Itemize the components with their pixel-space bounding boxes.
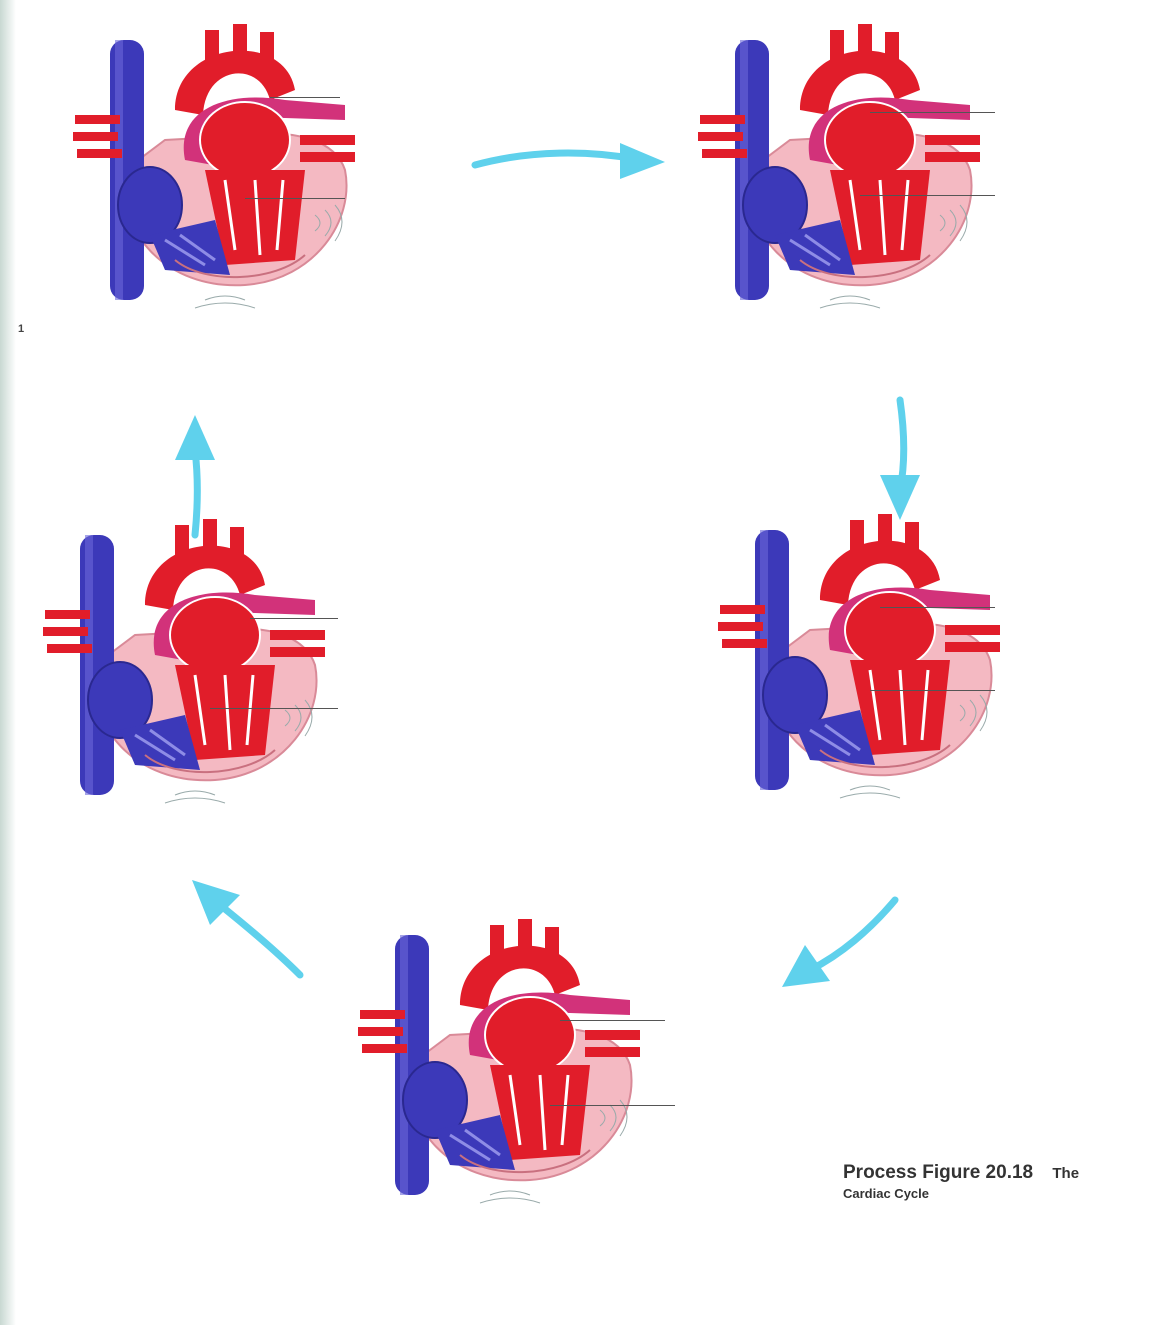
cycle-arrow-3-to-4 <box>780 895 900 995</box>
heart-illustration-stage-2 <box>680 20 980 320</box>
figure-subtitle: Cardiac Cycle <box>843 1186 929 1201</box>
leader-line <box>550 1105 675 1106</box>
heart-illustration-stage-4 <box>340 915 640 1215</box>
leader-line <box>560 1020 665 1021</box>
leader-line <box>860 195 995 196</box>
cycle-arrow-1-to-2 <box>470 135 670 185</box>
page-binding-shadow <box>0 0 16 1325</box>
leader-line <box>870 112 995 113</box>
leader-line <box>250 618 338 619</box>
leader-line <box>210 708 338 709</box>
figure-title-main: Process Figure 20.18 <box>843 1162 1033 1183</box>
stage-caption <box>322 1240 802 1255</box>
cycle-arrow-5-to-1 <box>170 410 220 540</box>
heart-illustration-stage-3 <box>700 510 1000 810</box>
heart-illustration-stage-1 <box>55 20 355 320</box>
leader-line <box>870 690 995 691</box>
cycle-arrow-4-to-5 <box>190 875 305 980</box>
stage-caption: 1 <box>18 322 463 337</box>
caption-number: 1 <box>18 323 24 335</box>
leader-line <box>245 198 345 199</box>
leader-line <box>270 97 340 98</box>
stage-caption <box>680 816 1120 831</box>
cycle-arrow-2-to-3 <box>875 395 925 525</box>
figure-title-suffix: The <box>1052 1165 1079 1182</box>
leader-line <box>880 607 995 608</box>
heart-illustration-stage-5 <box>25 515 325 815</box>
stage-caption <box>18 818 468 833</box>
stage-caption <box>680 322 1070 337</box>
figure-title: Process Figure 20.18 The <box>843 1162 1079 1184</box>
